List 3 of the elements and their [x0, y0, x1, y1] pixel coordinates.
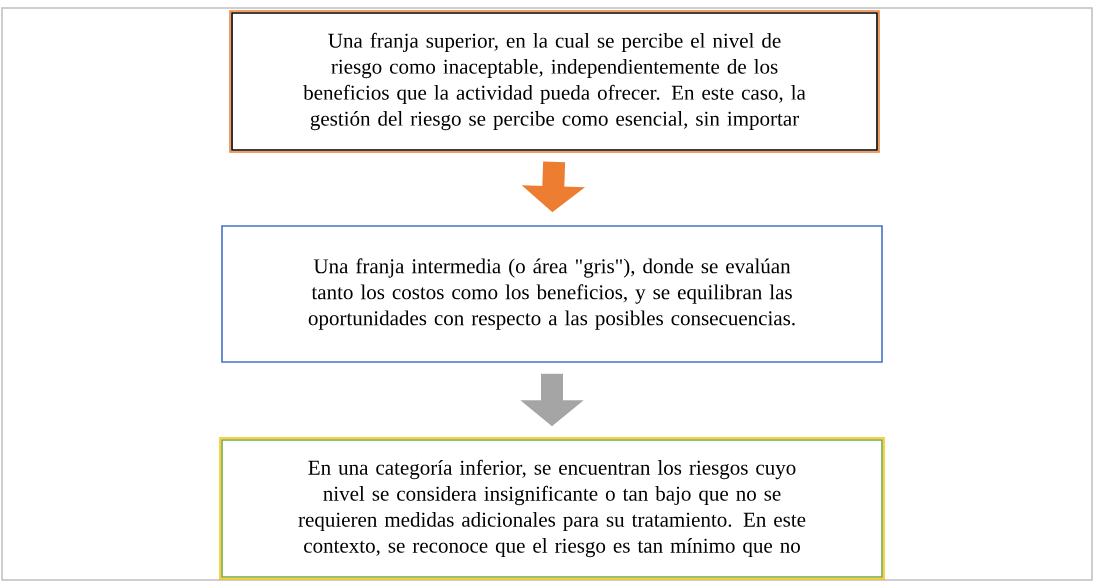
text-box: Una franja superior, en la cual se percibe el nivel de riesgo como inaceptable, independientemente de los beneficios que la actividad pueda ofrecer. En este caso, la gestión del riesgo se percibe como esencial, sin importar	[229, 10, 880, 153]
text-box: Una franja intermedia (o área "gris"), donde se evalúan tanto los costos como los beneficios, y se equilibran las oportunidades con respecto a las posibles consecuencias.	[221, 225, 883, 363]
text-box: En una categoría inferior, se encuentran los riesgos cuyo nivel se considera insignificante o tan bajo que no se requieren medidas adicionales para su tratamiento. En este contexto, se reconoce que el riesgo es tan mínimo que no	[219, 437, 885, 580]
